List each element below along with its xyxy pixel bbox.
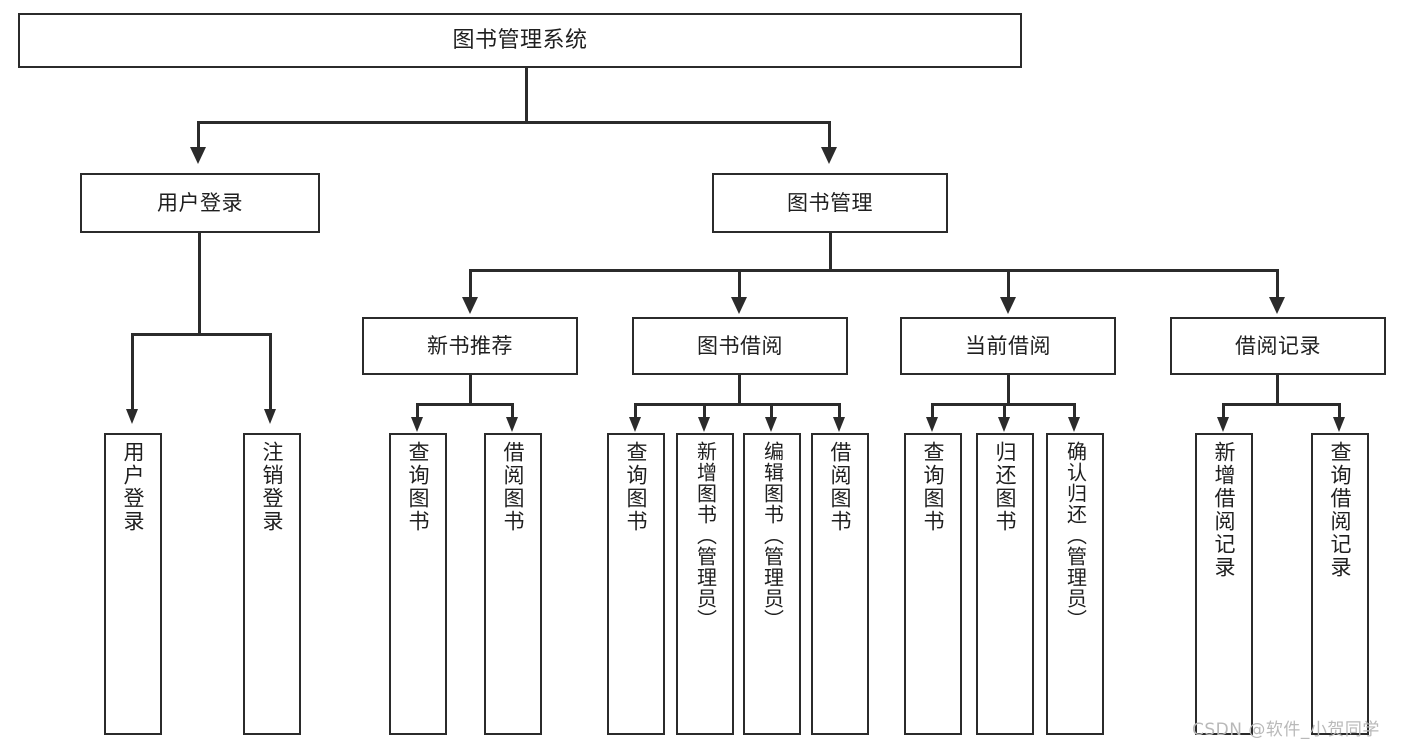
edge-new-book-to-leaf-2: [511, 403, 514, 419]
node-label: 图书管理: [787, 190, 873, 215]
arrow-new-book-to-leaf-1: [411, 417, 423, 432]
edge-book-borrow-to-leaf-1: [634, 403, 637, 419]
leaf-current-borrow-confirm-return-admin[interactable]: 确认归还（管理员）: [1046, 433, 1104, 735]
edge-book-borrow-to-leaf-4: [838, 403, 841, 419]
node-label: 用户登录: [121, 441, 146, 533]
arrow-book-borrow-to-leaf-4: [833, 417, 845, 432]
leaf-book-borrow-edit-book-admin[interactable]: 编辑图书（管理员）: [743, 433, 801, 735]
arrow-root-to-user-login: [190, 147, 206, 164]
edge-user-login-to-leaf-1: [131, 333, 134, 411]
leaf-borrow-record-query-record[interactable]: 查询借阅记录: [1311, 433, 1369, 735]
edge-new-book-to-leaf-1: [416, 403, 419, 419]
leaf-borrow-record-add-record[interactable]: 新增借阅记录: [1195, 433, 1253, 735]
edge-book-borrow-splitter: [634, 403, 840, 406]
arrow-book-borrow-to-leaf-3: [765, 417, 777, 432]
node-label: 借阅记录: [1235, 333, 1321, 358]
edge-new-book-stem: [469, 375, 472, 405]
arrow-current-borrow-to-leaf-1: [926, 417, 938, 432]
edge-book-borrow-to-leaf-2: [703, 403, 706, 419]
node-book-management[interactable]: 图书管理: [712, 173, 948, 233]
edge-borrow-record-to-leaf-1: [1222, 403, 1225, 419]
leaf-current-borrow-return-book[interactable]: 归还图书: [976, 433, 1034, 735]
node-borrow-record[interactable]: 借阅记录: [1170, 317, 1386, 375]
edge-book-borrow-to-leaf-3: [770, 403, 773, 419]
edge-root-splitter: [197, 121, 831, 124]
node-label: 查询借阅记录: [1328, 441, 1353, 579]
edge-book-mgmt-to-current-borrow: [1007, 269, 1010, 299]
node-new-book-recommend[interactable]: 新书推荐: [362, 317, 578, 375]
arrow-book-borrow-to-leaf-1: [629, 417, 641, 432]
node-label: 用户登录: [157, 190, 243, 215]
node-label: 新增借阅记录: [1212, 441, 1237, 579]
node-label: 查询图书: [624, 441, 649, 533]
edge-current-borrow-to-leaf-2: [1003, 403, 1006, 419]
node-label: 借阅图书: [828, 441, 853, 533]
arrow-new-book-to-leaf-2: [506, 417, 518, 432]
leaf-user-login-logout[interactable]: 注销登录: [243, 433, 301, 735]
edge-user-login-splitter: [131, 333, 269, 336]
node-label: 编辑图书（管理员）: [760, 441, 785, 630]
edge-root-to-book-mgmt: [828, 121, 831, 149]
leaf-current-borrow-query-book[interactable]: 查询图书: [904, 433, 962, 735]
leaf-book-borrow-query-book[interactable]: 查询图书: [607, 433, 665, 735]
arrow-borrow-record-to-leaf-2: [1333, 417, 1345, 432]
arrow-user-login-to-leaf-2: [264, 409, 276, 424]
node-label: 图书借阅: [697, 333, 783, 358]
edge-current-borrow-to-leaf-1: [931, 403, 934, 419]
edge-borrow-record-stem: [1276, 375, 1279, 405]
arrow-current-borrow-to-leaf-2: [998, 417, 1010, 432]
edge-book-borrow-stem: [738, 375, 741, 405]
edge-root-to-user-login: [197, 121, 200, 149]
node-label: 注销登录: [260, 441, 285, 533]
edge-borrow-record-splitter: [1222, 403, 1341, 406]
edge-borrow-record-to-leaf-2: [1338, 403, 1341, 419]
node-root-system[interactable]: 图书管理系统: [18, 13, 1022, 68]
node-user-login[interactable]: 用户登录: [80, 173, 320, 233]
node-book-borrow[interactable]: 图书借阅: [632, 317, 848, 375]
node-label: 查询图书: [921, 441, 946, 533]
edge-current-borrow-stem: [1007, 375, 1010, 405]
edge-root-stem: [525, 68, 528, 123]
node-label: 新增图书（管理员）: [693, 441, 718, 630]
edge-current-borrow-to-leaf-3: [1073, 403, 1076, 419]
arrow-book-borrow-to-leaf-2: [698, 417, 710, 432]
edge-book-mgmt-to-borrow-record: [1276, 269, 1279, 299]
leaf-book-borrow-borrow-book[interactable]: 借阅图书: [811, 433, 869, 735]
edge-book-mgmt-splitter: [469, 269, 1279, 272]
leaf-book-borrow-add-book-admin[interactable]: 新增图书（管理员）: [676, 433, 734, 735]
arrow-book-mgmt-to-current-borrow: [1000, 297, 1016, 314]
arrow-user-login-to-leaf-1: [126, 409, 138, 424]
edge-user-login-stem: [198, 233, 201, 335]
leaf-new-book-borrow-book[interactable]: 借阅图书: [484, 433, 542, 735]
arrow-current-borrow-to-leaf-3: [1068, 417, 1080, 432]
arrow-book-mgmt-to-book-borrow: [731, 297, 747, 314]
node-label: 归还图书: [993, 441, 1018, 533]
edge-book-mgmt-to-book-borrow: [738, 269, 741, 299]
leaf-user-login-login[interactable]: 用户登录: [104, 433, 162, 735]
leaf-new-book-query-book[interactable]: 查询图书: [389, 433, 447, 735]
node-label: 当前借阅: [965, 333, 1051, 358]
edge-book-mgmt-stem: [829, 233, 832, 271]
arrow-book-mgmt-to-new-book: [462, 297, 478, 314]
arrow-book-mgmt-to-borrow-record: [1269, 297, 1285, 314]
node-label: 查询图书: [406, 441, 431, 533]
arrow-root-to-book-mgmt: [821, 147, 837, 164]
node-current-borrow[interactable]: 当前借阅: [900, 317, 1116, 375]
node-label: 图书管理系统: [452, 27, 588, 53]
arrow-borrow-record-to-leaf-1: [1217, 417, 1229, 432]
node-label: 确认归还（管理员）: [1063, 441, 1088, 630]
node-label: 新书推荐: [427, 333, 513, 358]
edge-user-login-to-leaf-2: [269, 333, 272, 411]
edge-book-mgmt-to-new-book: [469, 269, 472, 299]
node-label: 借阅图书: [501, 441, 526, 533]
edge-new-book-splitter: [416, 403, 514, 406]
